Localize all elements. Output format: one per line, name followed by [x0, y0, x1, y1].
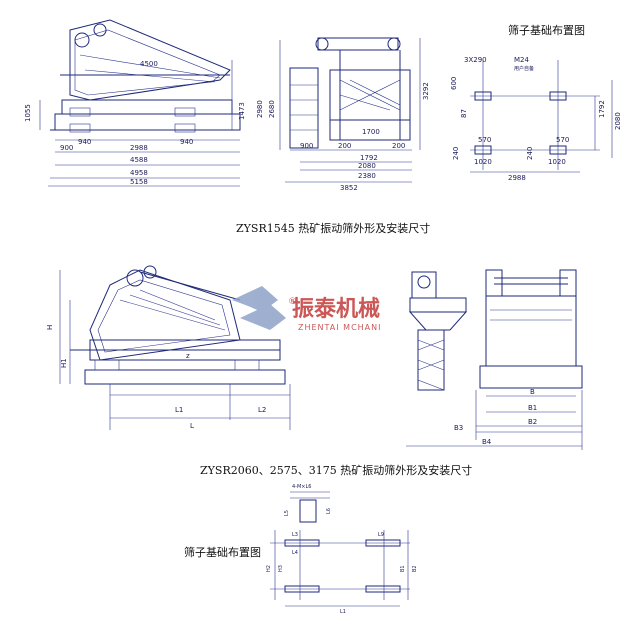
foundation-layout-top: 筛子基础布置图 3X290 M24 用户自备 600 87 570 570 17…	[450, 23, 622, 182]
label-bolt-spec: 4-M×L6	[292, 484, 311, 490]
dim-H: H	[46, 325, 54, 330]
dim-L1: L1	[175, 406, 183, 414]
zysr2060-end-view: B B1 B2 B3 B4	[406, 269, 583, 450]
dim-H3: H3	[278, 565, 284, 572]
zysr1545-side-view: 1055 900 940 2988 940 4588 4958 5158 450…	[24, 19, 246, 187]
dim-H2: H2	[266, 565, 272, 572]
dim-2080: 2080	[358, 162, 376, 170]
dim-B: B	[530, 388, 535, 396]
dim-2380: 2380	[358, 172, 376, 180]
dim-L9: L9	[378, 532, 384, 538]
dim-L6: L6	[326, 508, 332, 514]
dim-940-right: 940	[180, 138, 193, 146]
label-user-supplied: 用户自备	[514, 65, 534, 72]
dim-200-left: 200	[338, 142, 351, 150]
dim-5158: 5158	[130, 178, 148, 186]
dim-200-right: 200	[392, 142, 405, 150]
dim-240-right: 240	[526, 147, 534, 160]
foundation-title-top: 筛子基础布置图	[508, 23, 585, 37]
dim-87: 87	[460, 109, 468, 118]
brand-watermark: ® 振泰机械 ZHENTAI MCHANI	[232, 286, 382, 332]
dim-570-right: 570	[556, 136, 569, 144]
dim-900: 900	[60, 144, 73, 152]
svg-text:®: ®	[288, 297, 297, 307]
dim-1700: 1700	[362, 128, 380, 136]
label-3x290: 3X290	[464, 56, 487, 64]
dim-4588: 4588	[130, 156, 148, 164]
dim-2988-f: 2988	[508, 174, 526, 182]
dim-2080-f: 2080	[614, 112, 622, 130]
dim-3292: 3292	[422, 82, 430, 100]
dim-1020-left: 1020	[474, 158, 492, 166]
title-zysr2060: ZYSR2060、2575、3175 热矿振动筛外形及安装尺寸	[200, 463, 472, 477]
dim-1020-right: 1020	[548, 158, 566, 166]
dim-B1: B1	[528, 404, 537, 412]
foundation-title-bottom: 筛子基础布置图	[184, 545, 261, 559]
dim-B3: B3	[454, 424, 463, 432]
dim-600: 600	[450, 77, 458, 90]
dim-B4: B4	[482, 438, 492, 446]
dim-L3: L3	[292, 532, 298, 538]
dim-L: L	[190, 422, 194, 430]
dim-1473: 1473	[238, 102, 246, 120]
dim-L1-f: L1	[340, 609, 346, 615]
brand-name-en: ZHENTAI MCHANI	[298, 323, 382, 332]
title-zysr1545: ZYSR1545 热矿振动筛外形及安装尺寸	[236, 221, 430, 235]
dim-900-end: 900	[300, 142, 313, 150]
mark-z: z	[186, 352, 190, 360]
dim-B1-f: B1	[400, 565, 406, 572]
dim-H1: H1	[60, 358, 68, 368]
brand-name-cn: 振泰机械	[292, 297, 380, 322]
label-m24: M24	[514, 56, 529, 64]
zysr1545-end-view: 2980 2680 3292 1700 900 200 1792 2080 20…	[256, 37, 430, 192]
dim-4958: 4958	[130, 169, 148, 177]
dim-240-left: 240	[452, 147, 460, 160]
dim-2680: 2680	[268, 100, 276, 118]
dim-940-left: 940	[78, 138, 91, 146]
dim-L5: L5	[284, 510, 290, 516]
dim-2988: 2988	[130, 144, 148, 152]
dim-B2: B2	[528, 418, 537, 426]
dim-3852: 3852	[340, 184, 358, 192]
brand-logo-icon	[232, 286, 286, 330]
dim-1792: 1792	[360, 154, 378, 162]
dim-2980: 2980	[256, 100, 264, 118]
dim-L2: L2	[258, 406, 266, 414]
dim-570-left: 570	[478, 136, 491, 144]
dim-1055: 1055	[24, 104, 32, 122]
dim-L4: L4	[292, 550, 298, 556]
dim-B2-f: B2	[412, 565, 418, 572]
zysr2060-side-view: L1 L2 L H H1 z	[46, 265, 291, 430]
dim-1792-f: 1792	[598, 100, 606, 118]
dim-4500: 4500	[140, 60, 158, 68]
foundation-layout-bottom: 4-M×L6 L5 L6 筛子基础布置图 L3 L4 L1 L9 H2 H3 B…	[184, 484, 418, 615]
